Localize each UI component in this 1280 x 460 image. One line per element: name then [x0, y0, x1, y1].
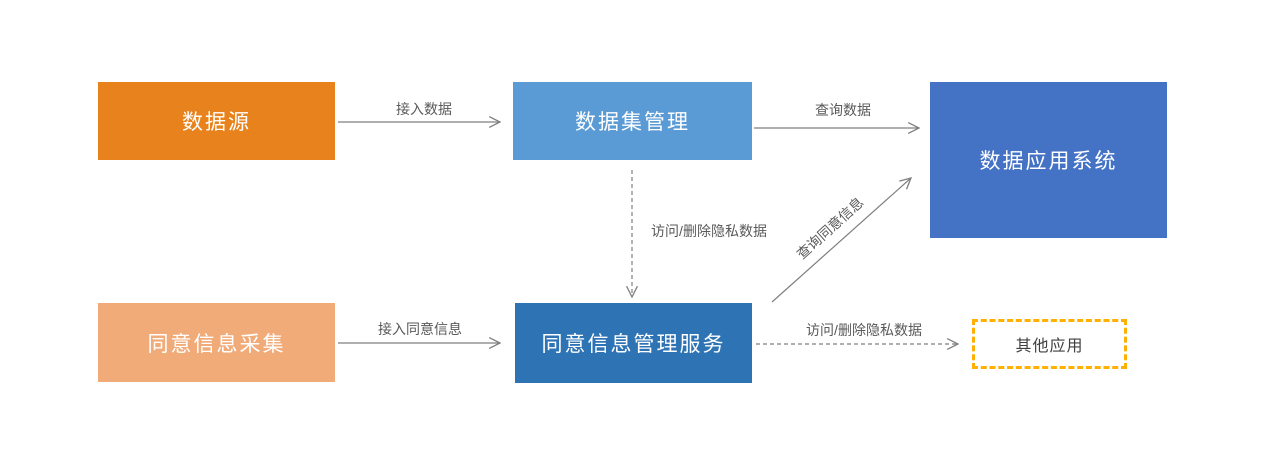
node-consent-management-service-label: 同意信息管理服务 — [541, 333, 726, 356]
edge-label-access-delete-private-data-horizontal: 访问/删除隐私数据 — [806, 322, 922, 338]
node-other-applications-label: 其他应用 — [1015, 338, 1084, 355]
node-other-applications: 其他应用 — [972, 319, 1127, 369]
edge-label-access-delete-private-data-vertical: 访问/删除隐私数据 — [651, 223, 767, 239]
node-data-source: 数据源 — [98, 82, 335, 160]
arrow-consent-management-service-to-data-application-system — [771, 178, 911, 303]
node-consent-info-collection-label: 同意信息采集 — [147, 332, 286, 356]
edge-label-query-data: 查询数据 — [815, 102, 871, 118]
node-data-application-system-label: 数据应用系统 — [979, 150, 1118, 173]
node-data-application-system: 数据应用系统 — [930, 82, 1167, 238]
node-dataset-management-label: 数据集管理 — [575, 111, 690, 134]
edge-label-access-consent-info: 接入同意信息 — [378, 321, 462, 337]
node-dataset-management: 数据集管理 — [513, 82, 752, 160]
edge-label-access-data: 接入数据 — [396, 101, 452, 117]
node-consent-info-collection: 同意信息采集 — [98, 303, 335, 382]
node-data-source-label: 数据源 — [182, 111, 251, 134]
node-consent-management-service: 同意信息管理服务 — [515, 303, 752, 383]
